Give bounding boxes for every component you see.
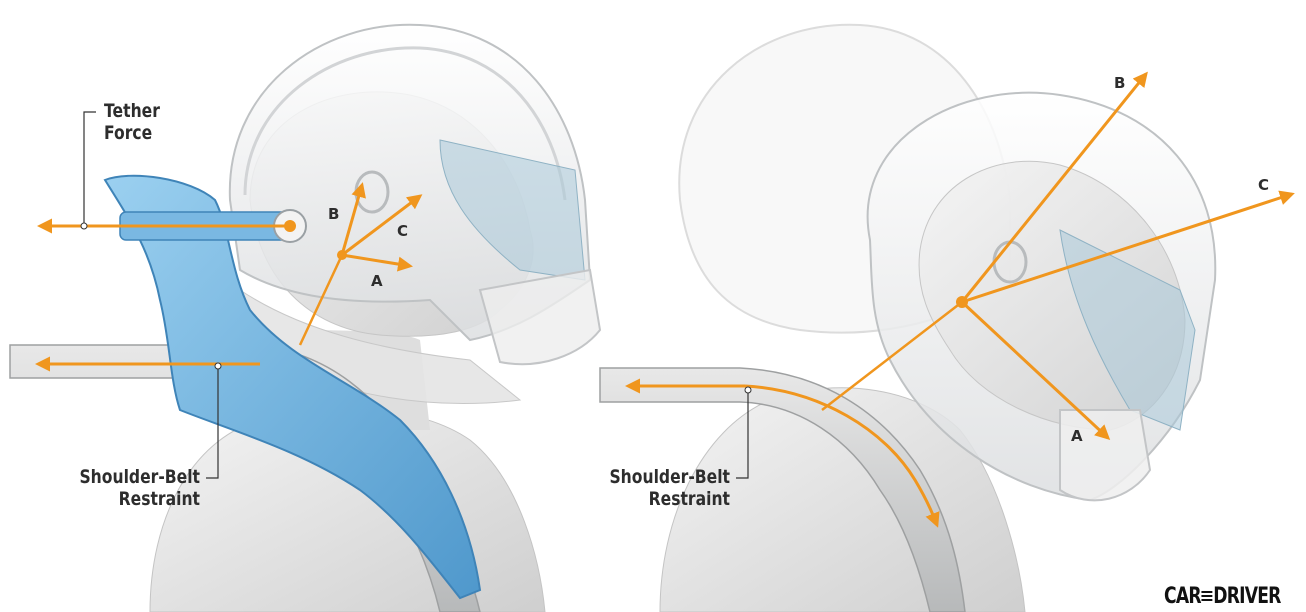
tether-force-label: Tether Force	[104, 100, 160, 144]
left-figure	[10, 25, 600, 612]
right-chin-guard	[1060, 410, 1150, 500]
logo-bars-icon	[1202, 591, 1213, 603]
right-pivot-point	[956, 296, 968, 308]
left-tether-leader-dot	[81, 223, 87, 229]
tether-force-label-line2: Force	[104, 122, 160, 144]
shoulder-belt-left-line2: Restraint	[79, 488, 200, 510]
left-belt-leader-dot	[215, 363, 221, 369]
right-point-a-label: A	[1071, 427, 1083, 445]
left-point-b-label: B	[328, 205, 339, 223]
tether-force-label-line1: Tether	[104, 100, 160, 122]
shoulder-belt-right-line1: Shoulder-Belt	[609, 466, 730, 488]
car-and-driver-logo: CAR DRIVER	[1164, 584, 1281, 609]
left-point-c-label: C	[397, 222, 408, 240]
left-tether-leader	[84, 112, 96, 226]
right-point-b-label: B	[1114, 74, 1125, 92]
logo-word-driver: DRIVER	[1213, 584, 1280, 609]
shoulder-belt-right-line2: Restraint	[609, 488, 730, 510]
right-belt-leader-dot	[745, 387, 751, 393]
left-point-a-label: A	[371, 272, 383, 290]
shoulder-belt-left-line1: Shoulder-Belt	[79, 466, 200, 488]
left-pivot-point	[337, 250, 347, 260]
shoulder-belt-label-left: Shoulder-Belt Restraint	[79, 466, 200, 510]
right-figure	[600, 25, 1292, 612]
right-point-c-label: C	[1258, 176, 1269, 194]
logo-word-car: CAR	[1164, 584, 1201, 609]
shoulder-belt-label-right: Shoulder-Belt Restraint	[609, 466, 730, 510]
